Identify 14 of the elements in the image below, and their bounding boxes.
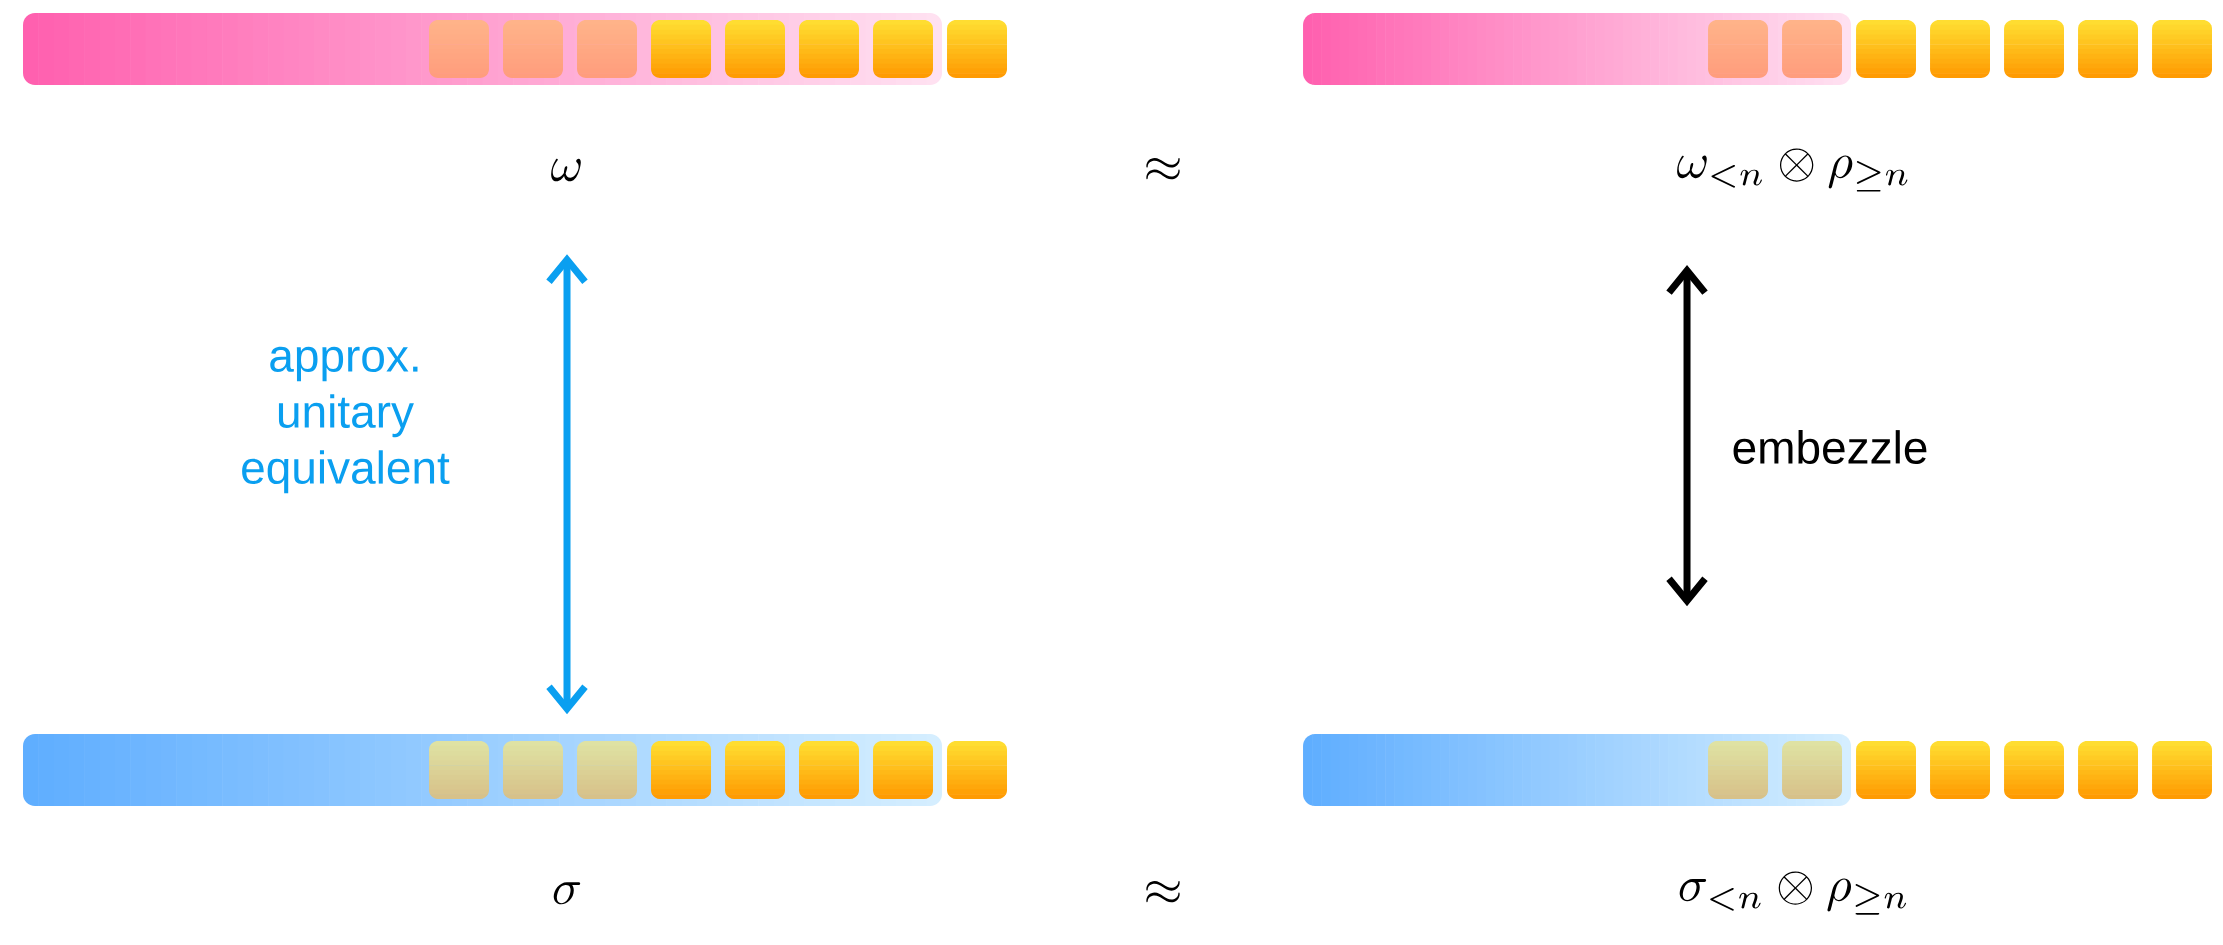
formula: $\sigma_{<n}\otimes\rho_{\geq n}$ (1679, 871, 1907, 915)
bar-drawing (23, 734, 1007, 806)
formula: $\omega$ (551, 158, 581, 182)
bar-drawing (23, 13, 1007, 85)
double-arrow (546, 254, 588, 715)
double-arrow (1666, 265, 1708, 607)
formula: $\approx$ (1146, 880, 1180, 903)
edge-label: embezzle (1733, 430, 1927, 464)
formula: $\sigma$ (553, 882, 581, 905)
bar-drawing (1303, 734, 2213, 806)
bar-drawing (1303, 13, 2213, 85)
formula: $\omega_{<n}\otimes\rho_{\geq n}$ (1677, 148, 1908, 192)
edge-label: approx. unitary equivalent (242, 346, 450, 494)
formula: $\approx$ (1146, 157, 1180, 180)
